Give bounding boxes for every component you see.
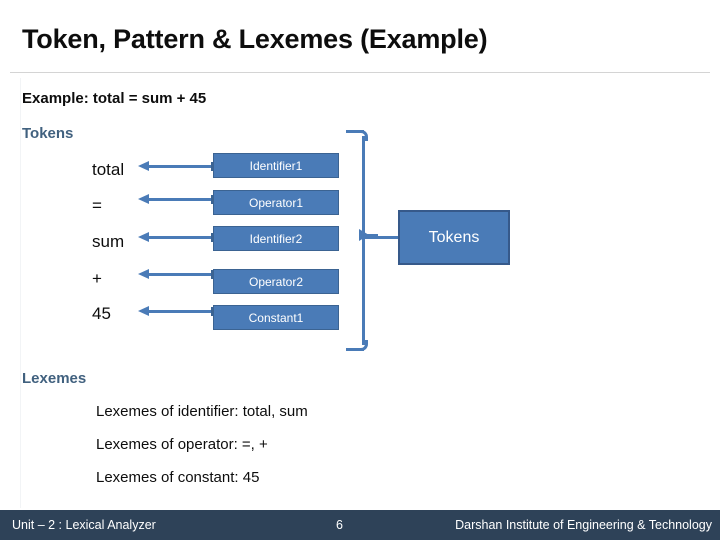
- token-category-box: Identifier2: [213, 226, 339, 251]
- token-category-box: Operator1: [213, 190, 339, 215]
- lexeme-detail-line: Lexemes of identifier: total, sum: [96, 403, 308, 420]
- token-lexeme-label: sum: [92, 232, 125, 251]
- brace-to-callout-connector: [364, 236, 400, 239]
- token-category-box: Operator2: [213, 269, 339, 294]
- arrow-shaft: [147, 236, 211, 239]
- arrow-left-icon: [138, 306, 214, 317]
- page-title: Token, Pattern & Lexemes (Example): [22, 24, 488, 54]
- arrow-left-icon: [138, 161, 214, 172]
- arrow-shaft: [147, 198, 211, 201]
- token-lexeme-label: total: [92, 160, 125, 179]
- arrow-head: [138, 194, 149, 204]
- footer-page-number: 6: [336, 518, 343, 532]
- tokens-section-heading: Tokens: [22, 125, 74, 142]
- arrow-shaft: [147, 310, 211, 313]
- arrow-shaft: [147, 273, 211, 276]
- example-expression: Example: total = sum + 45: [22, 90, 207, 107]
- token-lexeme-label: 45: [92, 304, 111, 323]
- brace-mid-stub: [364, 234, 378, 237]
- footer-bar: Unit – 2 : Lexical Analyzer 6 Darshan In…: [0, 510, 720, 540]
- arrow-tail: [211, 270, 214, 279]
- title-divider: [10, 72, 710, 73]
- token-category-box: Identifier1: [213, 153, 339, 178]
- token-category-box: Constant1: [213, 305, 339, 330]
- arrow-tail: [211, 195, 214, 204]
- arrow-left-icon: [138, 269, 214, 280]
- arrow-head: [138, 232, 149, 242]
- arrow-tail: [211, 307, 214, 316]
- arrow-tail: [211, 233, 214, 242]
- lexeme-detail-line: Lexemes of operator: =, +: [96, 436, 268, 453]
- left-accent-rule: [20, 78, 21, 508]
- arrow-left-icon: [138, 232, 214, 243]
- token-lexeme-label: =: [92, 196, 102, 215]
- arrow-head: [138, 269, 149, 279]
- arrow-head: [138, 161, 149, 171]
- brace-top-tip: [346, 130, 364, 133]
- tokens-callout-box: Tokens: [398, 210, 510, 265]
- brace-top-curve: [357, 130, 368, 141]
- lexeme-detail-line: Lexemes of constant: 45: [96, 469, 260, 486]
- footer-unit-label: Unit – 2 : Lexical Analyzer: [12, 518, 156, 532]
- arrow-head: [138, 306, 149, 316]
- lexemes-section-heading: Lexemes: [22, 370, 87, 387]
- brace-bottom-tip: [346, 348, 364, 351]
- arrow-tail: [211, 162, 214, 171]
- footer-institute-label: Darshan Institute of Engineering & Techn…: [455, 518, 712, 532]
- grouping-brace-icon: [345, 130, 378, 351]
- arrow-shaft: [147, 165, 211, 168]
- arrow-left-icon: [138, 194, 214, 205]
- token-lexeme-label: +: [92, 269, 102, 288]
- brace-mid-arrow-head: [359, 229, 369, 241]
